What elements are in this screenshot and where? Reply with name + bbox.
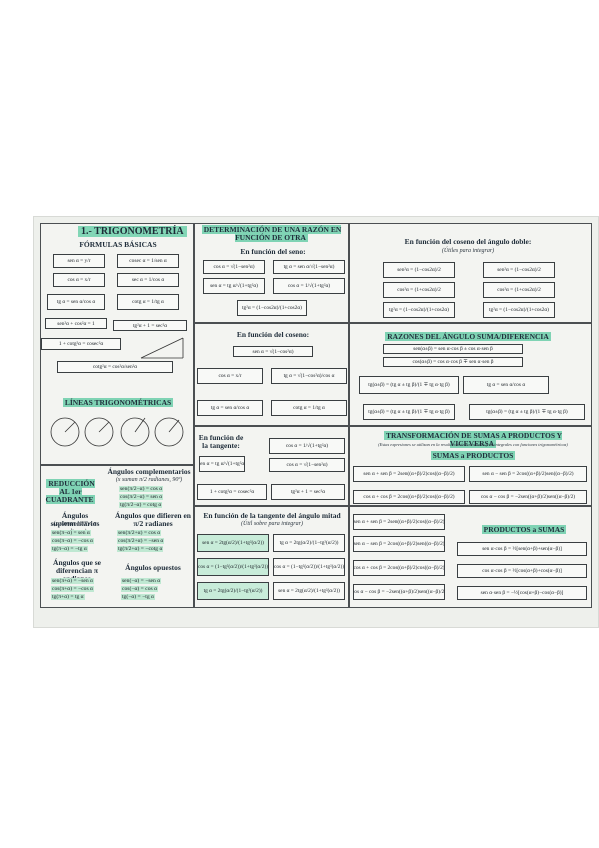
formula-line: tg(π−α) = −tg α <box>51 546 88 552</box>
formula-box: sen α = tg α/√(1+tg²α) <box>199 456 245 472</box>
formula-box: sen α = tg α/√(1+tg²α) <box>203 278 265 294</box>
formula-box: tg α = sen α/cos α <box>197 400 263 416</box>
formula-box: sen α − sen β = 2cos((α+β)/2)sen((α−β)/2… <box>469 466 587 482</box>
formula-line: cos(π/2+α) = −sen α <box>117 538 165 544</box>
supplementary-title: Ángulos suplementarios <box>50 511 100 528</box>
formula-line: cos(π/2−α) = sen α <box>119 494 164 500</box>
transform-title: TRANSFORMACIÓN DE SUMAS A PRODUCTOS Y VI… <box>383 431 563 448</box>
formula-box: sen α = √(1−cos²α) <box>233 346 313 357</box>
formula-sheet: 1.- TRIGONOMETRÍA FÓRMULAS BÁSICAS sen α… <box>33 216 599 628</box>
formula-box: cos²α = (1+cos2α)/2 <box>483 282 555 298</box>
sums-products-title: SUMAS a PRODUCTOS <box>430 451 516 460</box>
formula-box: sen α·sen β = −½[cos(α+β)−cos(α−β)] <box>457 586 587 600</box>
reduction-title: REDUCCIÓN AL 1er CUADRANTE <box>45 479 96 504</box>
formula-box: sen α − sen β = 2cos((α+β)/2)sen((α−β)/2… <box>353 536 445 552</box>
formula-box: cos α = √(1−sen²α) <box>269 458 345 472</box>
formula-box: cos α + cos β = 2cos((α+β)/2)cos((α−β)/2… <box>353 560 445 576</box>
formula-box: cos α = x/r <box>53 273 105 287</box>
formula-box: cos²α = (1+cos2α)/2 <box>383 282 455 298</box>
sum-diff-title: RAZONES DEL ÁNGULO SUMA/DIFERENCIA <box>385 332 551 341</box>
formula-box: cos α = (1−tg²(α/2))/(1+tg²(α/2)) <box>273 558 345 576</box>
formula-box: cos α − cos β = −2sen((α+β)/2)sen((α−β)/… <box>469 490 587 504</box>
in-tangent-title: En función de la tangente: <box>198 433 244 450</box>
formula-box: tg(α±β) = (tg α ± tg β)/(1 ∓ tg α·tg β) <box>359 376 459 394</box>
basic-formulas-title: FÓRMULAS BÁSICAS <box>79 240 157 249</box>
double-angle-sub: (Útiles para integrar) <box>441 248 495 254</box>
formula-box: cotg α = 1/tg α <box>271 400 347 416</box>
formula-box: tg α = sen α/√(1−sen²α) <box>273 260 345 274</box>
formula-box: cos α·cos β = ½[cos(α+β)+cos(α−β)] <box>457 564 587 578</box>
formula-box: 1 + cotg²α = cosec²α <box>197 484 267 500</box>
formula-box: tg(α±β) = (tg α ± tg β)/(1 ∓ tg α·tg β) <box>363 404 455 420</box>
formula-box: cos(α±β) = cos α·cos β ∓ sen α·sen β <box>383 357 523 367</box>
formula-line: sen(π−α) = sen α <box>51 530 91 536</box>
in-sine-title: En función del seno: <box>240 247 306 256</box>
formula-line: cos(π+α) = −cos α <box>51 586 94 592</box>
complementary-title: Ángulos complementarios <box>107 467 191 476</box>
complementary-sub: (x suman π/2 radianes, 90º) <box>115 477 183 483</box>
formula-line: sen(−α) = −sen α <box>121 578 162 584</box>
formula-line: cos(−α) = cos α <box>121 586 159 592</box>
unit-circle-icon <box>50 417 184 447</box>
formula-box: sen²α = (1−cos2α)/2 <box>383 262 455 278</box>
formula-box: tg α = 2tg(α/2)/(1−tg²(α/2)) <box>197 582 269 600</box>
formula-box: cos α + cos β = 2cos((α+β)/2)cos((α−β)/2… <box>353 490 465 504</box>
formula-box: cos α = 1/√(1+tg²α) <box>273 278 345 294</box>
formula-box: sen α + sen β = 2sen((α+β)/2)cos((α−β)/2… <box>353 466 465 482</box>
formula-box: cotg α = 1/tg α <box>117 294 179 310</box>
double-angle-title: En función del coseno del ángulo doble: <box>404 237 532 246</box>
formula-box: sen α = 2tg(α/2)/(1+tg²(α/2)) <box>273 582 345 600</box>
products-sums-title: PRODUCTOS a SUMAS <box>481 525 567 534</box>
formula-box: cos α = √(1−sen²α) <box>203 260 265 274</box>
formula-line: tg(π/2+α) = −cotg α <box>117 546 164 552</box>
determination-title: DETERMINACIÓN DE UNA RAZÓN EN FUNCIÓN DE… <box>201 225 342 242</box>
formula-box: cotg²α = cos²α/sen²α <box>57 361 173 373</box>
formula-line: sen(π/2+α) = cos α <box>117 530 162 536</box>
half-tangent-sub: (Útil sobre para integrar) <box>241 521 303 527</box>
formula-box: cosec α = 1/sen α <box>117 254 179 268</box>
formula-box: cos α = 1/√(1+tg²α) <box>269 438 345 454</box>
formula-line: sen(π+α) = −sen α <box>51 578 94 584</box>
formula-line: tg(π+α) = tg α <box>51 594 85 600</box>
formula-box: tg²α + 1 = sec²α <box>271 484 345 500</box>
main-title: 1.- TRIGONOMETRÍA <box>78 226 187 237</box>
formula-box: sen α = y/r <box>53 254 105 268</box>
formula-box: tg²α = (1−cos2α)/(1+cos2α) <box>483 302 555 318</box>
formula-box: tg²α + 1 = sec²α <box>113 320 187 331</box>
triangle-diagram <box>140 337 184 359</box>
formula-box: cos α = (1−tg²(α/2))/(1+tg²(α/2)) <box>197 558 269 576</box>
formula-box: sen α + sen β = 2sen((α+β)/2)cos((α−β)/2… <box>353 514 445 530</box>
formula-box: tg α = √(1−cos²α)/cos α <box>271 368 347 384</box>
transform-sub: (Estas expresiones se utilizan en la res… <box>378 442 568 447</box>
in-cosine-title: En función del coseno: <box>236 330 310 339</box>
formula-box: sen α = 2tg(α/2)/(1+tg²(α/2)) <box>197 534 269 552</box>
formula-box: tg α = sen α/cos α <box>463 376 549 394</box>
formula-box: tg²α = (1−cos2α)/(1+cos2α) <box>237 300 307 316</box>
half-tangent-title: En función de la tangente del ángulo mit… <box>203 511 341 520</box>
formula-box: tg α = 2tg(α/2)/(1−tg²(α/2)) <box>273 534 345 552</box>
formula-line: tg(−α) = −tg α <box>121 594 155 600</box>
formula-box: sen(α±β) = sen α·cos β ± cos α·sen β <box>383 344 523 354</box>
formula-box: tg²α = (1−cos2α)/(1+cos2α) <box>383 302 455 318</box>
formula-box: cos α = x/r <box>197 368 263 384</box>
formula-box: tg(α±β) = (tg α ± tg β)/(1 ∓ tg α·tg β) <box>469 404 585 420</box>
formula-box: sec α = 1/cos α <box>117 273 179 287</box>
formula-box: sen²α + cos²α = 1 <box>45 318 107 329</box>
formula-line: tg(π/2−α) = cotg α <box>119 502 163 508</box>
formula-box: 1 + cotg²α = cosec²α <box>41 338 121 350</box>
trig-lines-title: LÍNEAS TRIGONOMÉTRICAS <box>62 398 174 407</box>
formula-box: sen α·cos β = ½[sen(α+β)+sen(α−β)] <box>457 542 587 556</box>
differ-pi2-title: Ángulos que difieren en π/2 radianes <box>115 511 191 528</box>
formula-box: tg α = sen α/cos α <box>47 294 105 310</box>
opposite-title: Ángulos opuestos <box>125 563 181 572</box>
formula-box: cos α − cos β = −2sen((α+β)/2)sen((α−β)/… <box>353 584 445 600</box>
formula-box: sen²α = (1−cos2α)/2 <box>483 262 555 278</box>
formula-line: cos(π−α) = −cos α <box>51 538 94 544</box>
formula-line: sen(π/2−α) = cos α <box>119 486 164 492</box>
